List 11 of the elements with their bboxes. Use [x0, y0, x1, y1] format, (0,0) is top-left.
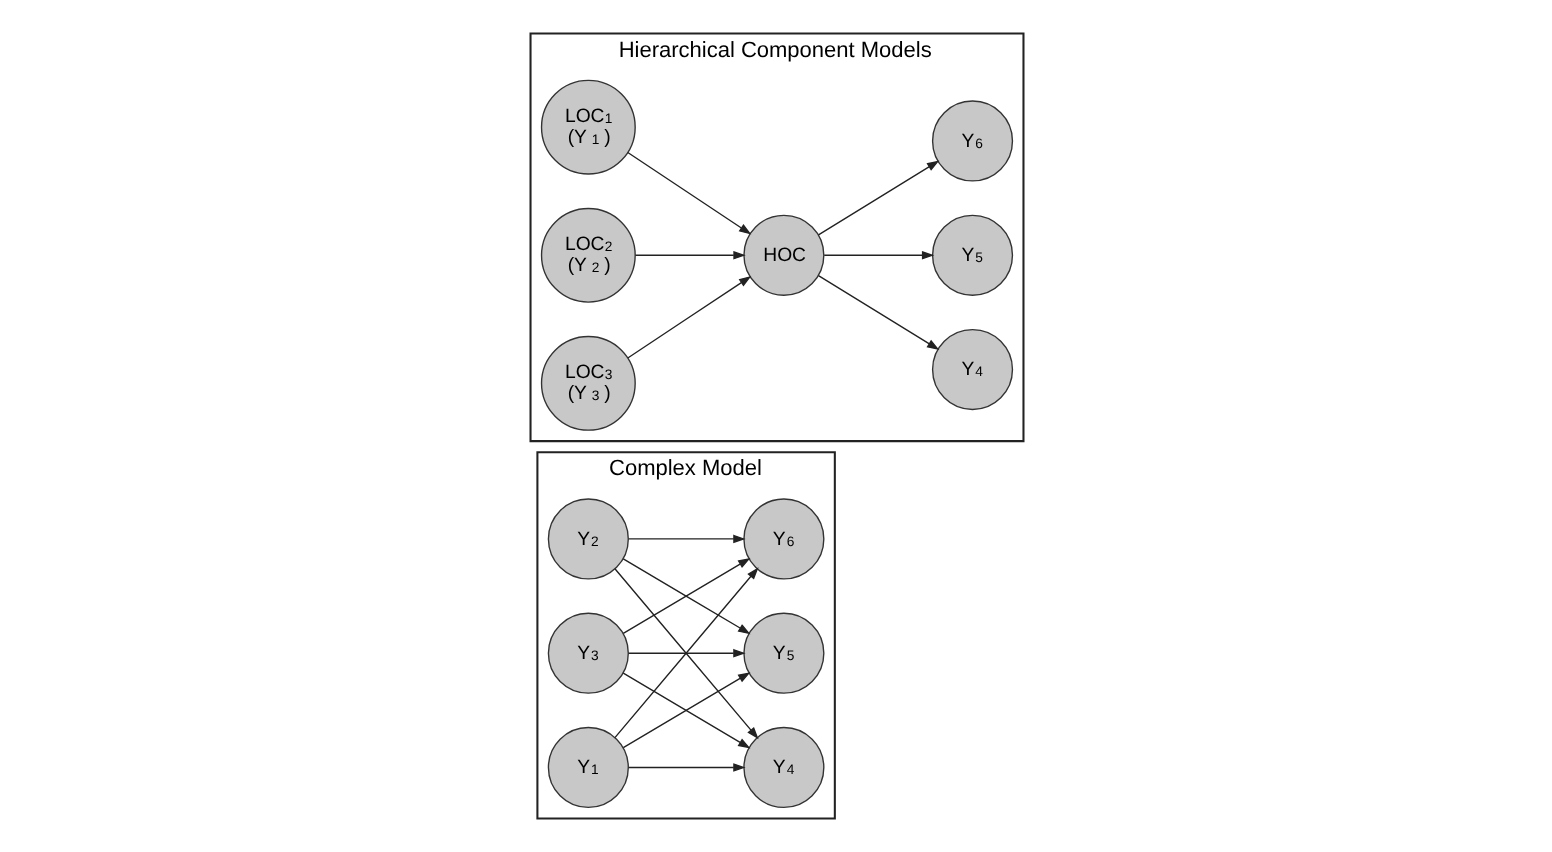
arrow	[633, 250, 745, 260]
arrow	[627, 534, 745, 544]
arrow	[822, 250, 934, 260]
arrow	[816, 275, 939, 350]
arrow	[626, 275, 751, 359]
arrow	[621, 672, 750, 749]
node-circle: HOC	[742, 214, 824, 296]
arrow	[627, 763, 745, 772]
arrow	[816, 160, 939, 236]
arrow	[627, 648, 745, 658]
arrow	[626, 151, 751, 235]
